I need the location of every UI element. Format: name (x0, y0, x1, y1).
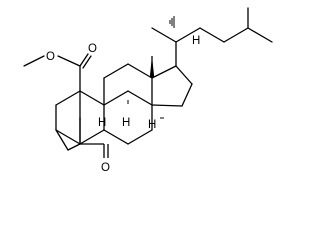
steroid-structure: O O O H H H H (23, 7, 273, 174)
ester-oxygen-single-label: O (46, 51, 55, 63)
ester-oxygen-double-label: O (88, 43, 97, 55)
h-c17-label: H (192, 35, 200, 47)
stereo-hydrogens (103, 100, 164, 120)
c13-methyl-wedge (149, 56, 155, 77)
side-chain (151, 7, 273, 67)
ring-c (103, 63, 153, 145)
h-c14-label: H (148, 119, 156, 131)
ketone-oxygen-label: O (101, 162, 110, 174)
ester-group (23, 53, 92, 92)
sidechain-hash (169, 16, 175, 28)
h-c9-label: H (98, 117, 106, 129)
ring-a (55, 90, 81, 151)
h-c8-label: H (122, 117, 130, 129)
ketone-group (80, 143, 109, 158)
ring-d (151, 65, 193, 107)
